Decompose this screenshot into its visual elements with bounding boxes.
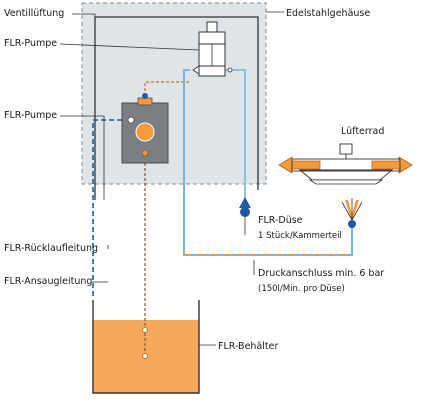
label-flr-pumpe-1: FLR-Pumpe [4,38,57,49]
suction-line [92,119,131,296]
spray-nozzle-icon [341,198,363,228]
label-ventillueftung: Ventillüftung [4,8,64,19]
label-flr-duese: FLR-Düse [258,215,303,226]
label-flr-pumpe-2: FLR-Pumpe [4,110,57,121]
label-druckanschluss: Druckanschluss min. 6 bar [258,268,384,279]
label-druckanschluss-info: (150l/Min. pro Düse) [258,284,345,294]
solenoid-valve-icon [192,21,233,77]
label-duese-info: 1 Stück/Kammerteil [258,231,342,241]
leader-ventillueftung [72,13,96,17]
leader-flr-pumpe-1 [59,43,200,51]
label-behaelter: FLR-Behälter [218,341,278,352]
return-line-mid-point [142,327,148,333]
label-ansaugleitung: FLR-Ansaugleitung [4,276,92,287]
leader-flr-pumpe-2 [60,115,105,200]
pressure-feed-line [218,69,246,200]
fan-wheel-icon [278,143,413,185]
pump-icon [121,93,169,164]
vent-frame-line [94,16,259,200]
label-edelstahlgehaeuse: Edelstahlgehäuse [286,8,370,19]
return-line-end-point [142,353,148,359]
flr-container [92,300,200,394]
label-luefterrad: Lüfterrad [341,126,384,137]
label-ruecklaufleitung: FLR-Rücklaufleitung [4,243,98,254]
stainless-steel-housing [81,2,267,185]
